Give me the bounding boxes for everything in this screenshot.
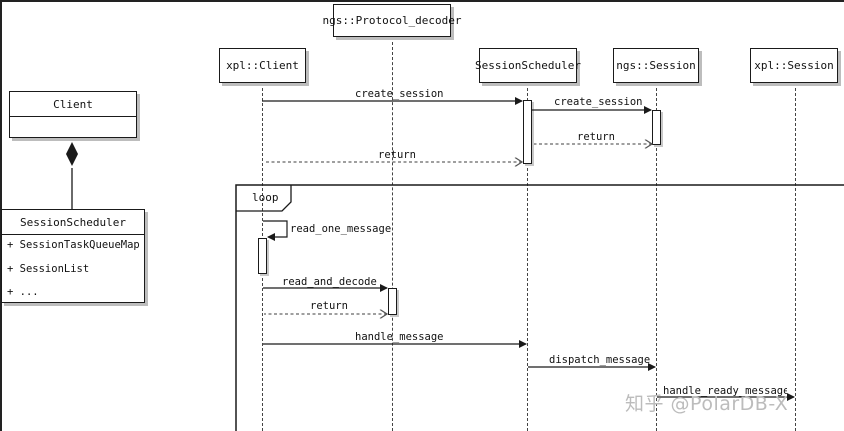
participant-xpl-session: xpl::Session	[750, 48, 838, 83]
label-handle-ready-message: handle_ready_message	[663, 385, 787, 397]
activation-scheduler	[523, 100, 532, 164]
label-create-session-2: create_session	[554, 96, 643, 108]
activation-decoder	[388, 288, 397, 315]
watermark: 知乎 @PolarDB-X	[625, 393, 789, 415]
activation-ngs-session	[652, 110, 661, 145]
frame-top-edge	[0, 0, 844, 2]
participant-client: xpl::Client	[219, 48, 306, 83]
participant-decoder: ngs::Protocol_decoder	[322, 4, 462, 37]
composition-diamond-icon	[66, 142, 78, 166]
class-client: Client	[9, 91, 137, 138]
label-return-1: return	[577, 131, 615, 143]
label-create-session-1: create_session	[355, 88, 444, 100]
lifeline-ngs-session	[656, 83, 657, 431]
activation-client	[258, 238, 267, 274]
class-scheduler-attr: + SessionList	[7, 263, 90, 275]
lifeline-xpl-session	[795, 83, 796, 431]
lifeline-scheduler	[527, 83, 528, 431]
class-scheduler-attr: + SessionTaskQueueMap	[7, 239, 140, 251]
arrow-read-one-message	[263, 220, 288, 241]
loop-label: loop	[252, 191, 279, 204]
class-scheduler-attr: + ...	[7, 286, 39, 298]
label-return-2: return	[378, 149, 416, 161]
label-read-and-decode: read_and_decode	[282, 276, 377, 288]
frame-left-edge	[0, 0, 2, 431]
participant-scheduler: SessionScheduler	[475, 48, 581, 83]
label-dispatch-message: dispatch_message	[549, 354, 651, 366]
class-client-name: Client	[10, 92, 136, 117]
participant-ngs-session: ngs::Session	[613, 48, 699, 83]
lifeline-decoder	[392, 37, 393, 431]
label-return-3: return	[310, 300, 348, 312]
class-scheduler: SessionScheduler + SessionTaskQueueMap +…	[1, 209, 145, 303]
class-scheduler-name: SessionScheduler	[2, 210, 144, 235]
label-handle-message: handle_message	[355, 331, 444, 343]
label-read-one-message: read_one_message	[290, 223, 392, 235]
